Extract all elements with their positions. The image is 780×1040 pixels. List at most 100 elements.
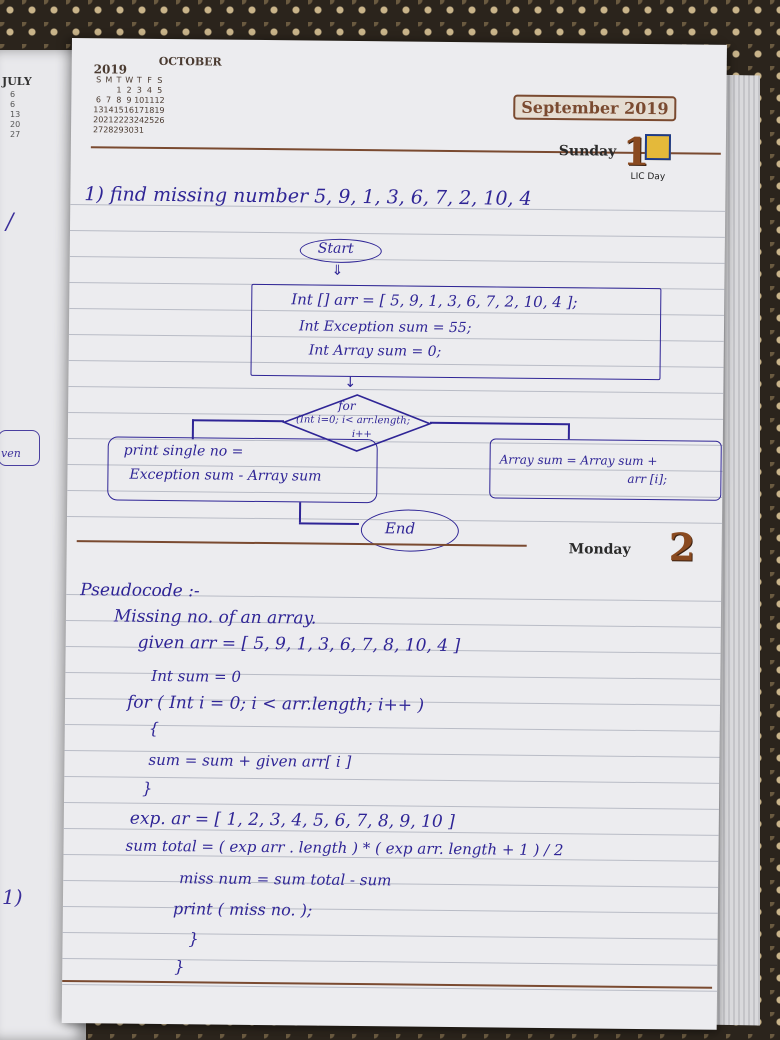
flow-start-label: Start <box>317 240 354 257</box>
left-page-ink-box: ven <box>0 430 40 466</box>
left-day: 20 <box>10 120 21 129</box>
flow-loop-diamond <box>281 394 433 452</box>
lic-day-label: LIC Day <box>630 171 666 183</box>
pseudocode-line: Missing no. of an array. <box>113 606 317 629</box>
calendar-day: 20 <box>93 114 104 124</box>
left-page-ink-mark: / <box>6 210 14 235</box>
calendar-day: 11 <box>144 95 155 105</box>
down-arrow-icon: ↓ <box>344 374 357 391</box>
left-page-days: 6 6 13 20 27 <box>10 90 20 140</box>
weekday: S <box>157 75 163 85</box>
weekday: S <box>96 74 102 84</box>
flow-add-line1: Array sum = Array sum + <box>499 452 658 469</box>
left-page-box-text: ven <box>1 447 21 460</box>
flow-add-line2: arr [i]; <box>627 471 668 487</box>
flow-init-line3: Int Array sum = 0; <box>308 342 442 360</box>
calendar-day: 16 <box>123 105 135 115</box>
flow-end-connector <box>298 522 359 525</box>
calendar-day: 25 <box>144 115 155 125</box>
left-day: 27 <box>10 130 21 139</box>
flow-add-box <box>489 438 722 501</box>
calendar-week: 20 21 22 23 24 25 26 <box>93 114 164 125</box>
pseudocode-line: } <box>174 957 185 977</box>
calendar-day: 24 <box>133 115 145 125</box>
calendar-day: 2 <box>126 85 132 95</box>
calendar-day <box>104 84 114 94</box>
calendar-day <box>144 125 154 135</box>
flow-print-line2: Exception sum - Array sum <box>129 466 322 485</box>
calendar-day: 12 <box>154 95 165 105</box>
lic-logo-icon <box>644 134 672 161</box>
left-page-ink-number: 1) <box>2 885 23 909</box>
flow-right-connector <box>429 421 568 425</box>
pseudocode-line: { <box>148 718 160 738</box>
calendar-day: 23 <box>123 115 134 125</box>
pseudocode-line: given arr = [ 5, 9, 1, 3, 6, 7, 8, 10, 4… <box>137 632 461 657</box>
flow-end-label: End <box>384 519 416 538</box>
monday-number: 2 <box>668 524 696 570</box>
calendar-grid: S M T W T F S 1 2 3 4 5 6 7 8 9 <box>93 74 165 135</box>
calendar-day: 1 <box>116 84 122 95</box>
flow-loop-line2: (Int i=0; i< arr.length; <box>295 414 411 427</box>
monday-divider <box>76 540 527 547</box>
calendar-day <box>154 125 164 135</box>
ruled-line <box>64 775 720 784</box>
sunday-label: Sunday <box>558 143 617 160</box>
monday-label: Monday <box>568 541 631 558</box>
calendar-day: 29 <box>113 124 124 135</box>
calendar-week: 27 28 29 30 31 <box>93 124 164 135</box>
calendar-day <box>93 84 103 94</box>
ruled-line <box>62 931 718 940</box>
calendar-day: 8 <box>116 94 122 105</box>
calendar-month: OCTOBER <box>158 54 222 69</box>
diary-page: 2019 OCTOBER S M T W T F S 1 2 3 4 5 <box>61 38 727 1030</box>
flow-loop-line1: for <box>338 398 356 413</box>
flow-left-connector <box>191 419 285 422</box>
calendar-day: 7 <box>106 94 112 104</box>
pseudocode-line: exp. ar = [ 1, 2, 3, 4, 5, 6, 7, 8, 9, 1… <box>129 808 455 833</box>
calendar-day: 3 <box>136 85 142 95</box>
calendar-week: 13 14 15 16 17 18 19 <box>93 104 164 115</box>
flow-right-connector <box>567 423 570 440</box>
pseudocode-line: } <box>142 778 153 798</box>
calendar-day: 27 <box>92 124 104 134</box>
calendar-day: 22 <box>113 114 124 125</box>
pseudocode-line: miss num = sum total - sum <box>179 869 392 890</box>
month-badge: September 2019 <box>513 94 677 122</box>
pseudocode-line: for ( Int i = 0; i < arr.length; i++ ) <box>126 692 425 716</box>
weekday: T <box>116 74 122 85</box>
calendar-day: 14 <box>103 104 114 114</box>
calendar-day: 5 <box>157 85 163 95</box>
left-page-month: JULY <box>2 75 32 88</box>
calendar-day: 26 <box>154 115 165 125</box>
flow-end-connector <box>298 502 301 523</box>
pseudocode-line: sum = sum + given arr[ i ] <box>148 750 352 771</box>
weekday: W <box>125 75 134 85</box>
pseudocode-line: } <box>188 929 199 949</box>
calendar-day: 18 <box>144 105 155 115</box>
ruled-line <box>64 723 720 732</box>
left-day: 6 <box>10 100 16 109</box>
flow-print-line1: print single no = <box>123 442 244 460</box>
ruled-line <box>62 957 718 966</box>
weekday: M <box>105 74 113 84</box>
calendar-day: 21 <box>103 114 114 124</box>
ruled-line <box>62 905 718 914</box>
calendar-day: 31 <box>133 125 145 135</box>
weekday: F <box>147 75 152 85</box>
calendar-day: 4 <box>146 85 153 95</box>
ruled-line <box>69 255 725 264</box>
calendar-day: 30 <box>123 125 134 135</box>
ruled-line <box>69 229 725 238</box>
pseudocode-line: print ( miss no. ); <box>172 899 313 920</box>
calendar-day: 13 <box>93 104 104 114</box>
calendar-day: 19 <box>154 105 165 115</box>
pseudocode-line: Int sum = 0 <box>151 666 242 686</box>
problem-title: 1) find missing number 5, 9, 1, 3, 6, 7,… <box>84 183 532 210</box>
calendar-day: 17 <box>133 105 145 115</box>
calendar-day: 6 <box>95 94 102 104</box>
down-arrow-icon: ⇓ <box>331 262 344 279</box>
calendar-day: 9 <box>126 95 132 105</box>
flow-init-line2: Int Exception sum = 55; <box>298 318 472 337</box>
calendar-day: 15 <box>113 104 124 115</box>
